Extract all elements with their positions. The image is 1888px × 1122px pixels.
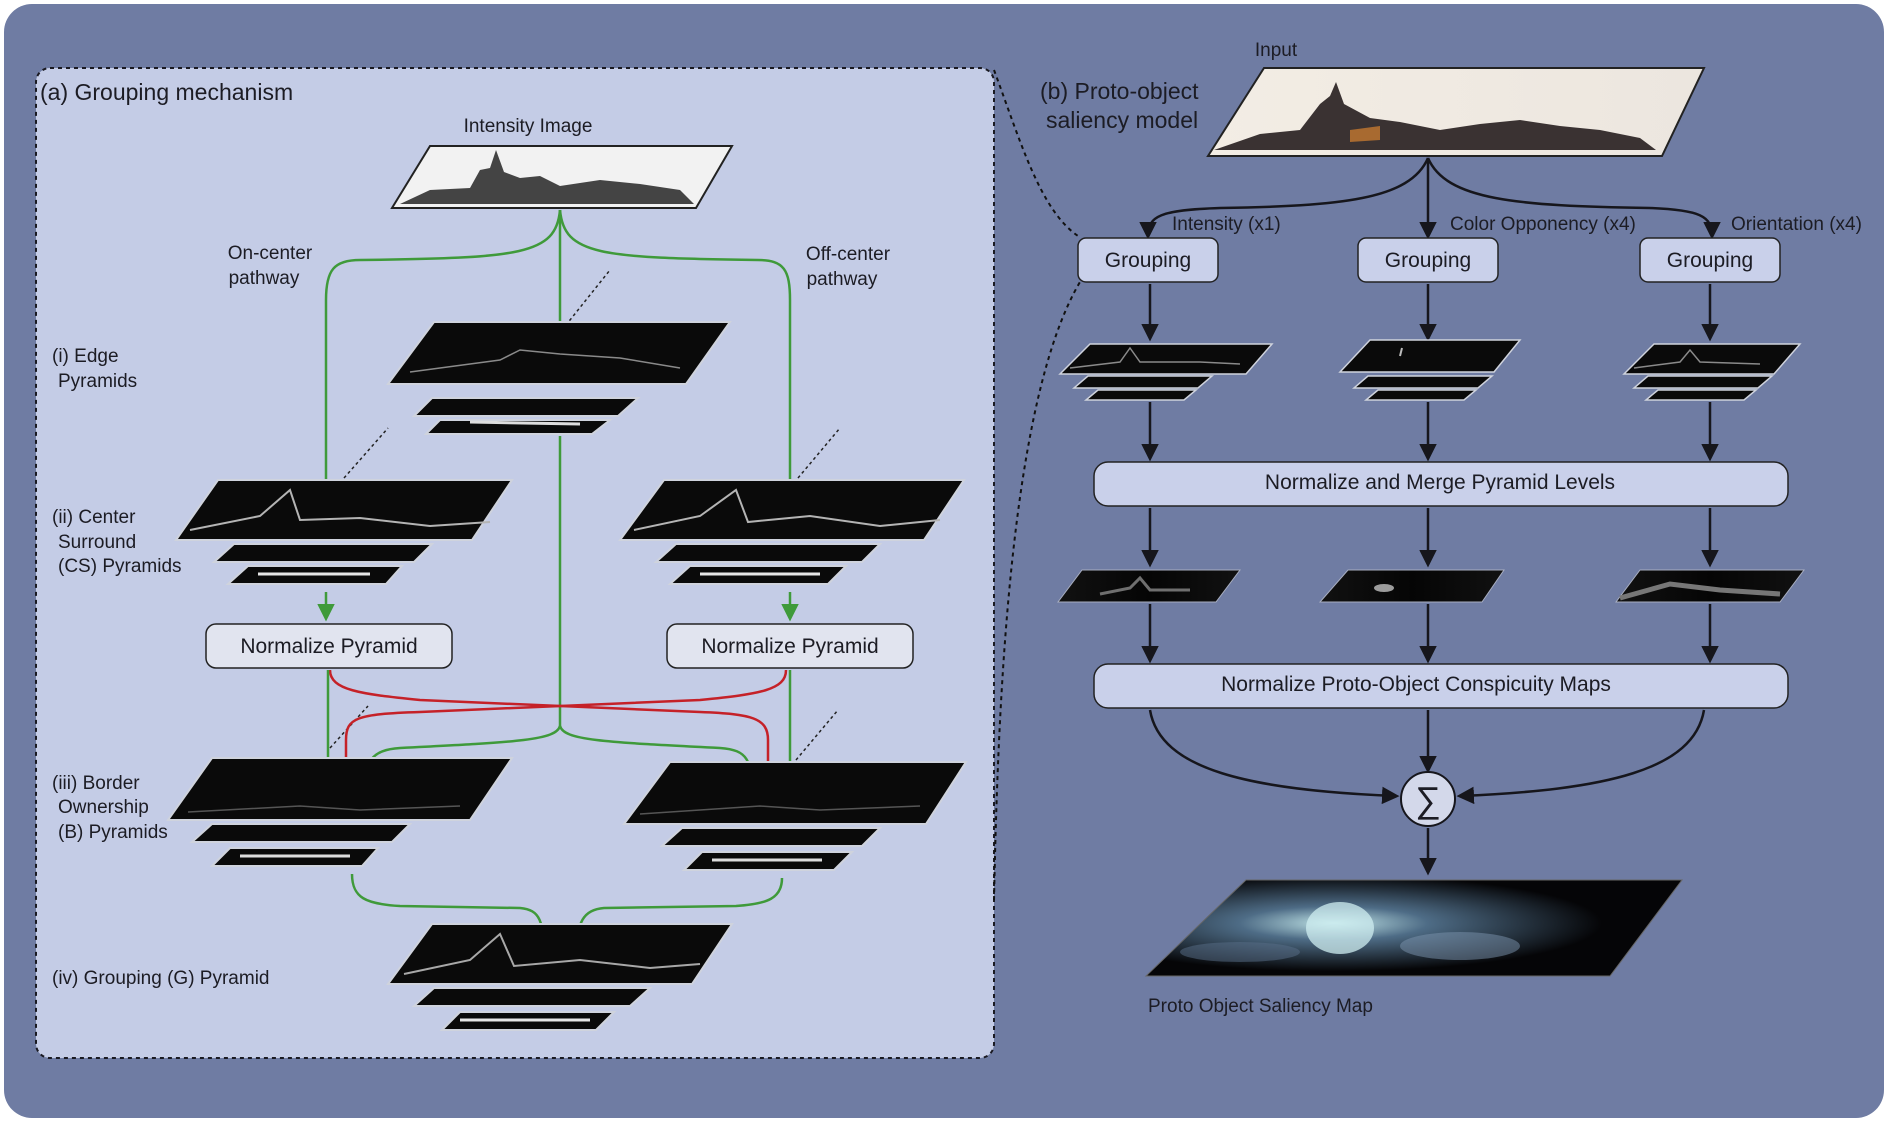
merge-box-label: Normalize and Merge Pyramid Levels — [1265, 471, 1615, 494]
cs-label-2: Surround — [58, 532, 136, 553]
edge-label-1: (i) Edge — [52, 346, 119, 367]
cs-pyramid-right — [618, 479, 966, 585]
cs-label-3: (CS) Pyramids — [58, 556, 182, 577]
panel-b-title-1: (b) Proto-object — [1040, 78, 1199, 104]
zoom-connector-bottom — [993, 281, 1081, 901]
pyramid-to-merge-arrows — [1141, 402, 1719, 462]
channel-label-intensity: Intensity (x1) — [1172, 214, 1281, 235]
sum-node: ∑ — [1400, 771, 1456, 827]
edge-pyramid — [386, 321, 732, 435]
bo-label-2: Ownership — [58, 797, 149, 818]
channel-label-color: Color Opponency (x4) — [1450, 214, 1636, 235]
zoom-connector-top — [993, 69, 1079, 237]
on-center-label-2: pathway — [229, 268, 300, 289]
saliency-map — [1144, 879, 1683, 977]
bo-label-1: (iii) Border — [52, 773, 140, 794]
on-center-label-1: On-center — [228, 243, 313, 264]
channel-pyramid-intensity — [1058, 343, 1274, 401]
bo-label-3: (B) Pyramids — [58, 822, 168, 843]
input-branch-arrows — [1139, 157, 1721, 240]
off-center-label-1: Off-center — [806, 244, 891, 265]
panel-b-title-2: saliency model — [1046, 107, 1198, 133]
grouping-box-intensity[interactable]: Grouping — [1077, 237, 1219, 283]
merge-to-maps-arrows — [1141, 508, 1719, 568]
intensity-image — [390, 145, 734, 209]
normalize-pyramid-right-label: Normalize Pyramid — [701, 635, 878, 658]
input-image — [1206, 67, 1706, 157]
normalize-pyramid-right[interactable]: Normalize Pyramid — [666, 623, 914, 669]
grouping-to-pyramid-arrows — [1141, 284, 1719, 342]
conspicuity-map-color — [1318, 569, 1505, 603]
channel-label-orientation: Orientation (x4) — [1731, 214, 1862, 235]
bo-pyramid-left — [166, 757, 514, 867]
grouping-box-color-label: Grouping — [1385, 249, 1471, 272]
cs-pyramid-left — [174, 479, 514, 585]
edge-label-2: Pyramids — [58, 371, 137, 392]
grouping-box-orientation-label: Grouping — [1667, 249, 1753, 272]
bo-pyramid-right — [622, 761, 968, 871]
conspicuity-map-orientation — [1615, 569, 1805, 603]
channel-pyramid-orientation — [1622, 343, 1802, 401]
merge-box[interactable]: Normalize and Merge Pyramid Levels — [1093, 461, 1789, 507]
grouping-box-color[interactable]: Grouping — [1357, 237, 1499, 283]
panel-a-title: (a) Grouping mechanism — [40, 79, 293, 105]
conspicuity-map-intensity — [1057, 569, 1241, 603]
conspicuity-to-sum-arrows — [1148, 709, 1706, 805]
input-label: Input — [1255, 40, 1298, 61]
saliency-map-label: Proto Object Saliency Map — [1148, 996, 1373, 1017]
conspicuity-box[interactable]: Normalize Proto-Object Conspicuity Maps — [1093, 663, 1789, 709]
pyramid-depth-hints — [329, 269, 841, 761]
maps-to-conspicuity-arrows — [1141, 604, 1719, 664]
normalize-pyramid-left-label: Normalize Pyramid — [240, 635, 417, 658]
grouping-box-orientation[interactable]: Grouping — [1639, 237, 1781, 283]
intensity-image-label: Intensity Image — [464, 116, 593, 137]
channel-pyramid-color — [1338, 339, 1522, 401]
grouping-pyramid — [386, 923, 734, 1031]
cs-label-1: (ii) Center — [52, 507, 136, 528]
grouping-box-intensity-label: Grouping — [1105, 249, 1191, 272]
off-center-label-2: pathway — [807, 269, 878, 290]
cross-inhibition-arrows — [328, 669, 788, 800]
normalize-pyramid-left[interactable]: Normalize Pyramid — [205, 623, 453, 669]
cs-to-normalize-arrows — [317, 592, 799, 622]
conspicuity-box-label: Normalize Proto-Object Conspicuity Maps — [1221, 673, 1611, 696]
grouping-pyramid-label: (iv) Grouping (G) Pyramid — [52, 968, 270, 989]
sum-symbol: ∑ — [1415, 779, 1441, 820]
